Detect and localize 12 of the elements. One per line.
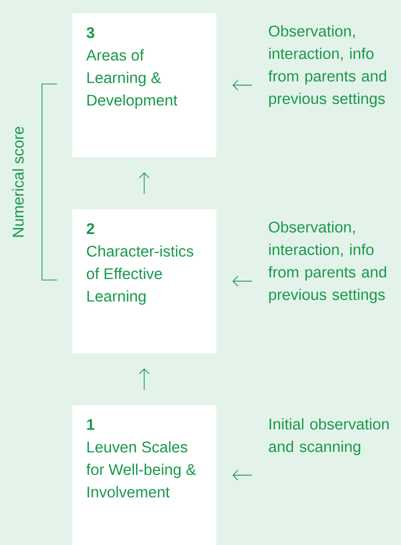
stage-box: 3 Areas of Learning & Development bbox=[72, 13, 216, 158]
input-text: Observation, interaction, info from parents and previous settings bbox=[268, 25, 386, 108]
arrow bbox=[232, 276, 252, 287]
arrow bbox=[232, 80, 252, 91]
input-text: Initial observation and scanning bbox=[268, 418, 389, 456]
arrow bbox=[232, 470, 252, 481]
stage-box: 1 Leuven Scales for Well-being & Involvement bbox=[72, 405, 216, 545]
axis-label: Numerical score bbox=[12, 126, 24, 237]
input-text: Observation, interaction, info from parents and previous settings bbox=[268, 221, 386, 304]
arrow bbox=[138, 368, 150, 390]
stage-box: 2 Character-istics of Effective Learning bbox=[72, 209, 216, 354]
arrow bbox=[138, 172, 150, 194]
